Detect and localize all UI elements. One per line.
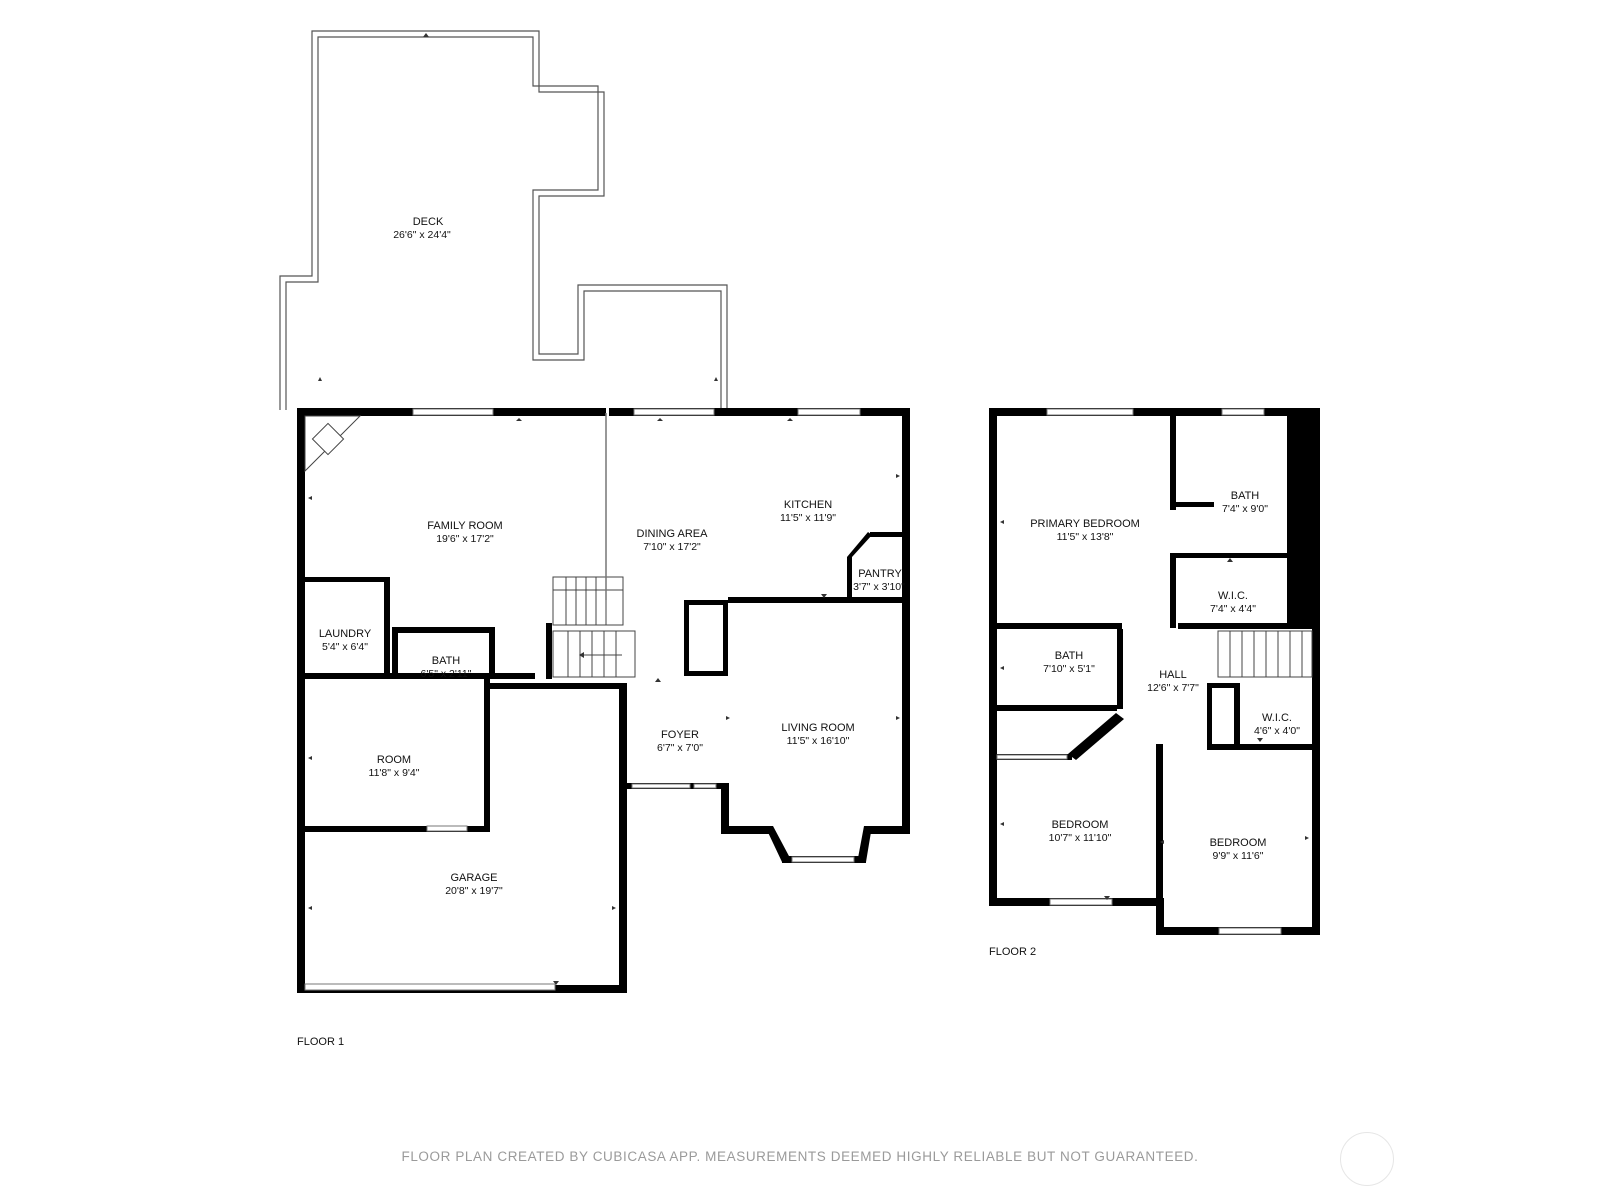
- room-dims-bath-3: 7'10" x 5'1": [1043, 663, 1095, 675]
- room-dims-bath-2: 7'4" x 9'0": [1222, 503, 1268, 515]
- floor-1-windows: [304, 408, 861, 991]
- room-name-wic-1: W.I.C.: [1218, 590, 1248, 602]
- room-name-room: ROOM: [377, 754, 411, 766]
- room-name-foyer: FOYER: [661, 729, 699, 741]
- room-dims-bedroom-2: 9'9" x 11'6": [1213, 850, 1264, 862]
- floor-2-room-labels: PRIMARY BEDROOM 11'5" x 13'8" BATH 7'4" …: [989, 490, 1300, 958]
- floor-1-room-labels: DECK 26'6" x 24'4" FAMILY ROOM 19'6" x 1…: [297, 216, 905, 1048]
- room-dims-kitchen: 11'5" x 11'9": [780, 512, 836, 524]
- room-dims-dining-area: 7'10" x 17'2": [643, 541, 701, 553]
- room-name-bath-2: BATH: [1231, 490, 1260, 502]
- room-dims-laundry: 5'4" x 6'4": [322, 641, 368, 653]
- room-dims-hall: 12'6" x 7'7": [1147, 682, 1199, 694]
- room-dims-wic-2: 4'6" x 4'0": [1254, 725, 1300, 737]
- floor-2-measure-marks: [1000, 520, 1309, 900]
- floor-1-measure-marks: [308, 33, 900, 985]
- room-dims-garage: 20'8" x 19'7": [445, 885, 503, 897]
- floor-1-label: FLOOR 1: [297, 1036, 344, 1048]
- room-name-bath-1: BATH: [432, 655, 461, 667]
- floor-1-walls: [297, 408, 910, 993]
- cubicasa-logo: [1340, 1132, 1394, 1186]
- floor-2-stairs: [1217, 630, 1313, 678]
- room-dims-deck: 26'6" x 24'4": [393, 229, 451, 241]
- room-dims-wic-1: 7'4" x 4'4": [1210, 603, 1256, 615]
- room-name-bath-3: BATH: [1055, 650, 1084, 662]
- floor-2-windows: [996, 408, 1282, 935]
- room-name-garage: GARAGE: [450, 872, 497, 884]
- room-name-pantry: PANTRY: [858, 568, 902, 580]
- room-name-living-room: LIVING ROOM: [781, 722, 854, 734]
- room-name-bedroom-1: BEDROOM: [1052, 819, 1109, 831]
- room-name-deck: DECK: [413, 216, 444, 228]
- floor-2-label: FLOOR 2: [989, 946, 1036, 958]
- room-name-kitchen: KITCHEN: [784, 499, 832, 511]
- room-name-family-room: FAMILY ROOM: [427, 520, 502, 532]
- floor-2-plan: PRIMARY BEDROOM 11'5" x 13'8" BATH 7'4" …: [989, 408, 1320, 958]
- room-name-hall: HALL: [1159, 669, 1187, 681]
- room-name-dining-area: DINING AREA: [637, 528, 709, 540]
- room-dims-pantry: 3'7" x 3'10": [853, 581, 905, 593]
- room-dims-room: 11'8" x 9'4": [369, 767, 420, 779]
- floor-1-plan: DECK 26'6" x 24'4" FAMILY ROOM 19'6" x 1…: [279, 30, 910, 1048]
- room-dims-primary-bedroom: 11'5" x 13'8": [1057, 531, 1114, 543]
- disclaimer-footer: FLOOR PLAN CREATED BY CUBICASA APP. MEAS…: [401, 1149, 1199, 1164]
- room-name-laundry: LAUNDRY: [319, 628, 372, 640]
- room-dims-family-room: 19'6" x 17'2": [436, 533, 494, 545]
- floor-1-stairs: [552, 413, 636, 678]
- room-dims-foyer: 6'7" x 7'0": [657, 742, 703, 754]
- room-dims-living-room: 11'5" x 16'10": [787, 735, 850, 747]
- deck-outline: [279, 30, 728, 410]
- room-dims-bath-1: 6'5" x 2'11": [421, 668, 472, 680]
- room-dims-bedroom-1: 10'7" x 11'10": [1049, 832, 1112, 844]
- room-name-wic-2: W.I.C.: [1262, 712, 1292, 724]
- room-name-primary-bedroom: PRIMARY BEDROOM: [1030, 518, 1140, 530]
- room-name-bedroom-2: BEDROOM: [1210, 837, 1267, 849]
